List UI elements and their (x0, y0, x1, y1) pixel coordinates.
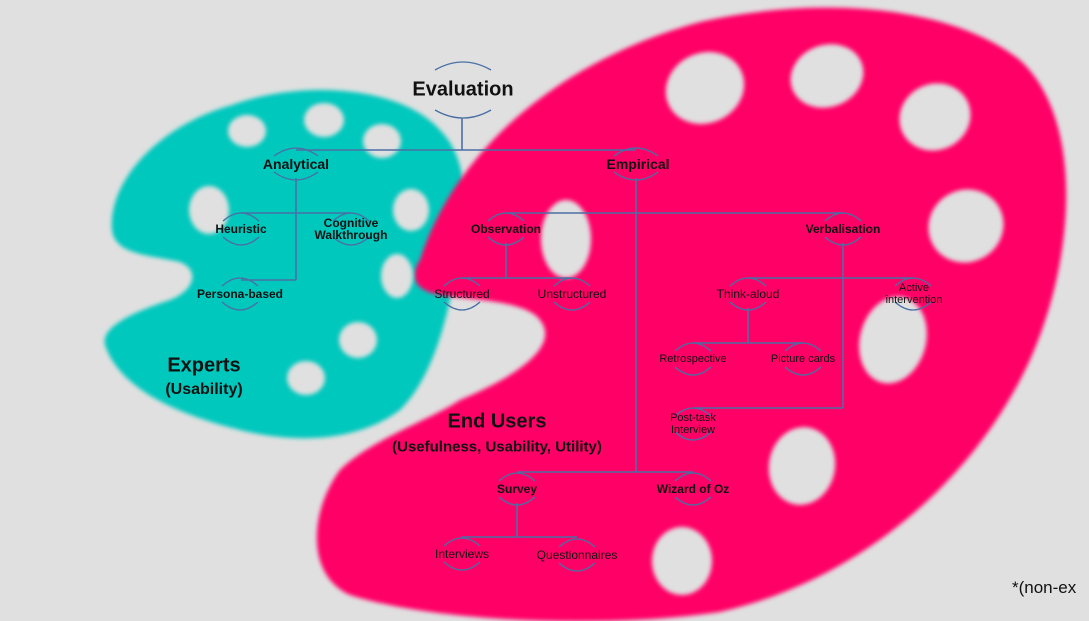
node-arc-top (487, 212, 525, 222)
node-arc-top (729, 277, 767, 287)
node-cognitive-walkthrough: Cognitive Walkthrough (314, 216, 388, 242)
node-arc-bottom (894, 301, 932, 311)
node-persona-based: Persona-based (196, 287, 284, 301)
node-arc-top (824, 212, 862, 222)
node-unstructured: Unstructured (537, 287, 607, 301)
experts-subtitle: (Usability) (165, 381, 243, 398)
node-wizard-of-oz: Wizard of Oz (656, 482, 730, 496)
node-structured: Structured (434, 287, 490, 301)
experts-title: Experts (167, 354, 241, 377)
node-arc-bottom (443, 301, 481, 311)
node-active-intervention: Active intervention (885, 282, 943, 306)
node-verbalisation: Verbalisation (805, 222, 881, 236)
node-analytical: Analytical (262, 156, 330, 172)
experts-palette (104, 90, 465, 439)
node-arc-top (332, 212, 370, 222)
node-arc-bottom (443, 561, 481, 571)
footnote: *(non-ex (1012, 578, 1077, 597)
node-arc-top (443, 537, 481, 547)
node-arc-top (894, 277, 932, 287)
node-arc-bottom (498, 496, 536, 506)
node-arc-bottom (674, 496, 712, 506)
node-arc-top (784, 342, 822, 352)
node-observation: Observation (470, 222, 542, 236)
node-arc-top (674, 407, 712, 417)
end-users-title: End Users (447, 410, 547, 433)
node-survey: Survey (496, 482, 538, 496)
node-arc-bottom (487, 236, 525, 246)
node-retrospective: Retrospective (659, 353, 727, 365)
node-arc-top (613, 147, 659, 157)
node-arc-top (273, 147, 319, 157)
end-users-subtitle: (Usefulness, Usability, Utility) (392, 438, 602, 456)
node-arc-top (553, 277, 591, 287)
node-arc-bottom (674, 366, 712, 376)
node-arc-bottom (558, 562, 596, 572)
node-arc-bottom (674, 431, 712, 441)
node-questionnaires: Questionnaires (536, 548, 618, 562)
node-interviews: Interviews (434, 547, 490, 561)
node-arc-bottom (553, 301, 591, 311)
node-arcs (221, 61, 932, 572)
node-arc-bottom (221, 301, 259, 311)
node-arc-bottom (729, 301, 767, 311)
node-arc-bottom (332, 236, 370, 246)
node-heuristic: Heuristic (215, 222, 267, 236)
node-arc-bottom (613, 171, 659, 181)
node-arc-top (434, 61, 492, 71)
node-arc-top (443, 277, 481, 287)
node-arc-bottom (222, 236, 260, 246)
connector-lines (241, 118, 913, 538)
node-arc-top (221, 277, 259, 287)
node-arc-top (558, 538, 596, 548)
node-arc-bottom (434, 109, 492, 119)
node-arc-bottom (273, 171, 319, 181)
node-picture-cards: Picture cards (770, 353, 836, 365)
node-arc-bottom (824, 236, 862, 246)
node-arc-top (674, 342, 712, 352)
node-arc-top (498, 472, 536, 482)
palette-holes (189, 44, 1004, 595)
node-post-task-interview: Post-task Interview (670, 412, 716, 436)
node-arc-top (222, 212, 260, 222)
node-think-aloud: Think-aloud (716, 287, 780, 301)
diagram-title: Evaluation (412, 78, 514, 101)
node-arc-bottom (784, 366, 822, 376)
node-arc-top (674, 472, 712, 482)
end-users-palette (316, 7, 1067, 621)
node-empirical: Empirical (606, 156, 670, 172)
